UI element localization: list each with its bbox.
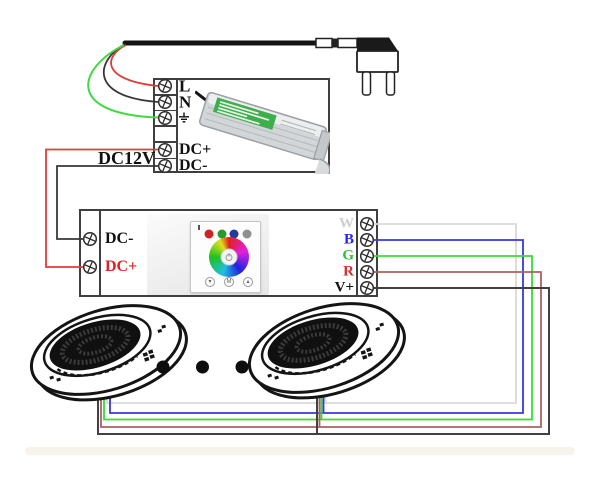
plug-body-top (357, 37, 398, 51)
controller-label-g: G (342, 247, 354, 264)
terminal-label-line: L (179, 76, 191, 96)
controller-screw-r (359, 264, 375, 280)
ellipsis-dot-2 (196, 360, 209, 374)
psu-screw-dc-plus (157, 142, 172, 157)
psu-label (212, 97, 277, 130)
color-wheel-center (220, 248, 238, 266)
psu-strip-divider (176, 80, 178, 171)
controller-label-dc-plus: DC+ (105, 258, 138, 275)
plug-pin-right (385, 71, 396, 96)
touch-panel-photo: ▾ M ▴ (147, 214, 269, 295)
controller-input-strip-divider (99, 211, 101, 295)
light2-wire-taps (316, 362, 327, 434)
pool-light-1 (21, 288, 198, 417)
ellipsis-dot-1 (156, 360, 170, 374)
psu-photo (195, 90, 330, 174)
bottom-shadow-band (25, 447, 575, 455)
controller-label-dc-minus: DC- (105, 230, 134, 247)
controller-screw-dc-plus (82, 259, 97, 275)
wire-output-vplus (97, 287, 550, 435)
color-wheel (209, 237, 249, 277)
psu-cell-divider (155, 125, 176, 127)
controller-screw-w (359, 216, 375, 232)
plug-pin-left (361, 71, 372, 96)
preset-dot-red (204, 229, 214, 239)
panel-indicator (198, 225, 200, 230)
brightness-up-button: ▴ (243, 276, 253, 287)
mode-button-label: M (226, 278, 232, 285)
psu-screw-dc-minus (157, 158, 172, 174)
psu-mount-bracket (312, 158, 330, 174)
psu-screw-earth (157, 110, 172, 125)
controller-screw-g (359, 248, 375, 264)
controller-label-b: B (343, 231, 354, 248)
controller-output-strip-divider (356, 211, 358, 295)
wire-live (110, 44, 159, 87)
controller-label-r: R (343, 263, 354, 280)
controller-label-w: W (339, 215, 354, 232)
psu-box (153, 78, 330, 174)
ellipsis-dot-3 (235, 360, 249, 374)
psu-cell-divider (155, 94, 176, 96)
psu-end-cap (313, 129, 330, 162)
psu-cell-divider (155, 141, 176, 143)
power-icon (225, 253, 233, 261)
mode-button: M (224, 276, 234, 287)
terminal-label-dc-minus: DC- (179, 157, 208, 174)
controller-screw-dc-minus (82, 231, 97, 247)
preset-dot-white (242, 229, 251, 239)
cable-connector (315, 37, 333, 49)
psu-screw-n (157, 94, 172, 110)
psu-screw-l (157, 78, 172, 94)
psu-cell-divider (155, 109, 176, 111)
controller-screw-b (359, 232, 375, 248)
wire-earth (87, 44, 159, 119)
brightness-down-button: ▾ (205, 276, 215, 287)
terminal-label-dc-plus: DC+ (179, 140, 212, 158)
controller-screw-vplus (359, 280, 375, 296)
cable-connector-2 (337, 37, 358, 49)
cable-connector-stripe (332, 38, 338, 48)
wire-neutral (102, 43, 159, 103)
plug-body (356, 50, 399, 73)
terminal-label-neutral: N (179, 92, 192, 112)
touch-panel: ▾ M ▴ (190, 221, 261, 293)
psu-wire-stub (195, 90, 207, 102)
psu-cell-divider (155, 157, 176, 159)
earth-ground-icon (178, 112, 190, 123)
pool-light-2 (239, 286, 416, 415)
psu-voltage-label: DC12V (98, 148, 155, 168)
controller-label-vplus: V+ (334, 279, 354, 296)
